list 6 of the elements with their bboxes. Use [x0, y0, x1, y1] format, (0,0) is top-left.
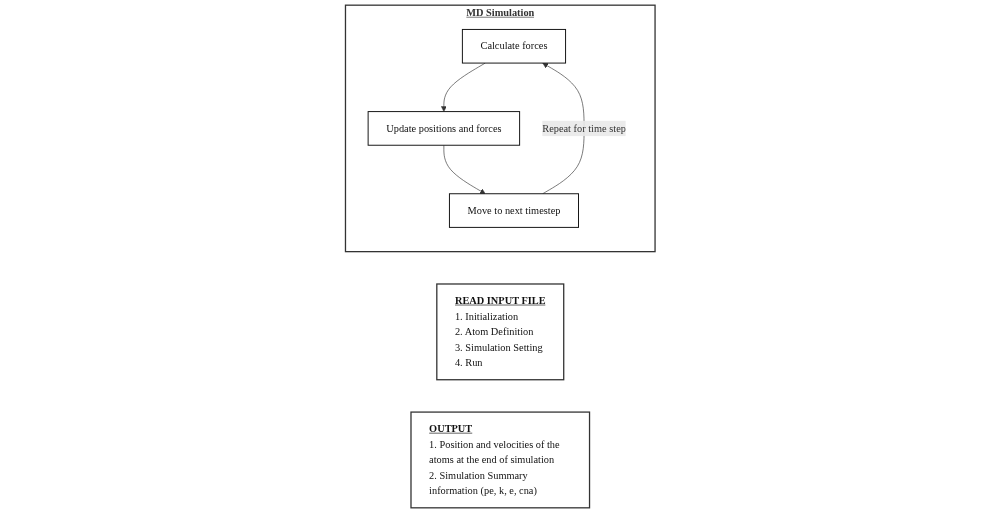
node-box: Update positions and forces: [367, 111, 521, 146]
node-box: OUTPUT 1. Position and velocities of the atoms at the end of simulation 2. Simulation Summary information (pe, k, e, cna): [410, 411, 591, 509]
node-box: READ INPUT FILE 1. Initialization 2. Atom Definition 3. Simulation Setting 4. Run: [436, 283, 565, 381]
node-box: Calculate forces: [462, 28, 567, 64]
edge-label: Repeat for time step: [542, 122, 627, 134]
node-box: Move to next timestep: [449, 193, 580, 228]
